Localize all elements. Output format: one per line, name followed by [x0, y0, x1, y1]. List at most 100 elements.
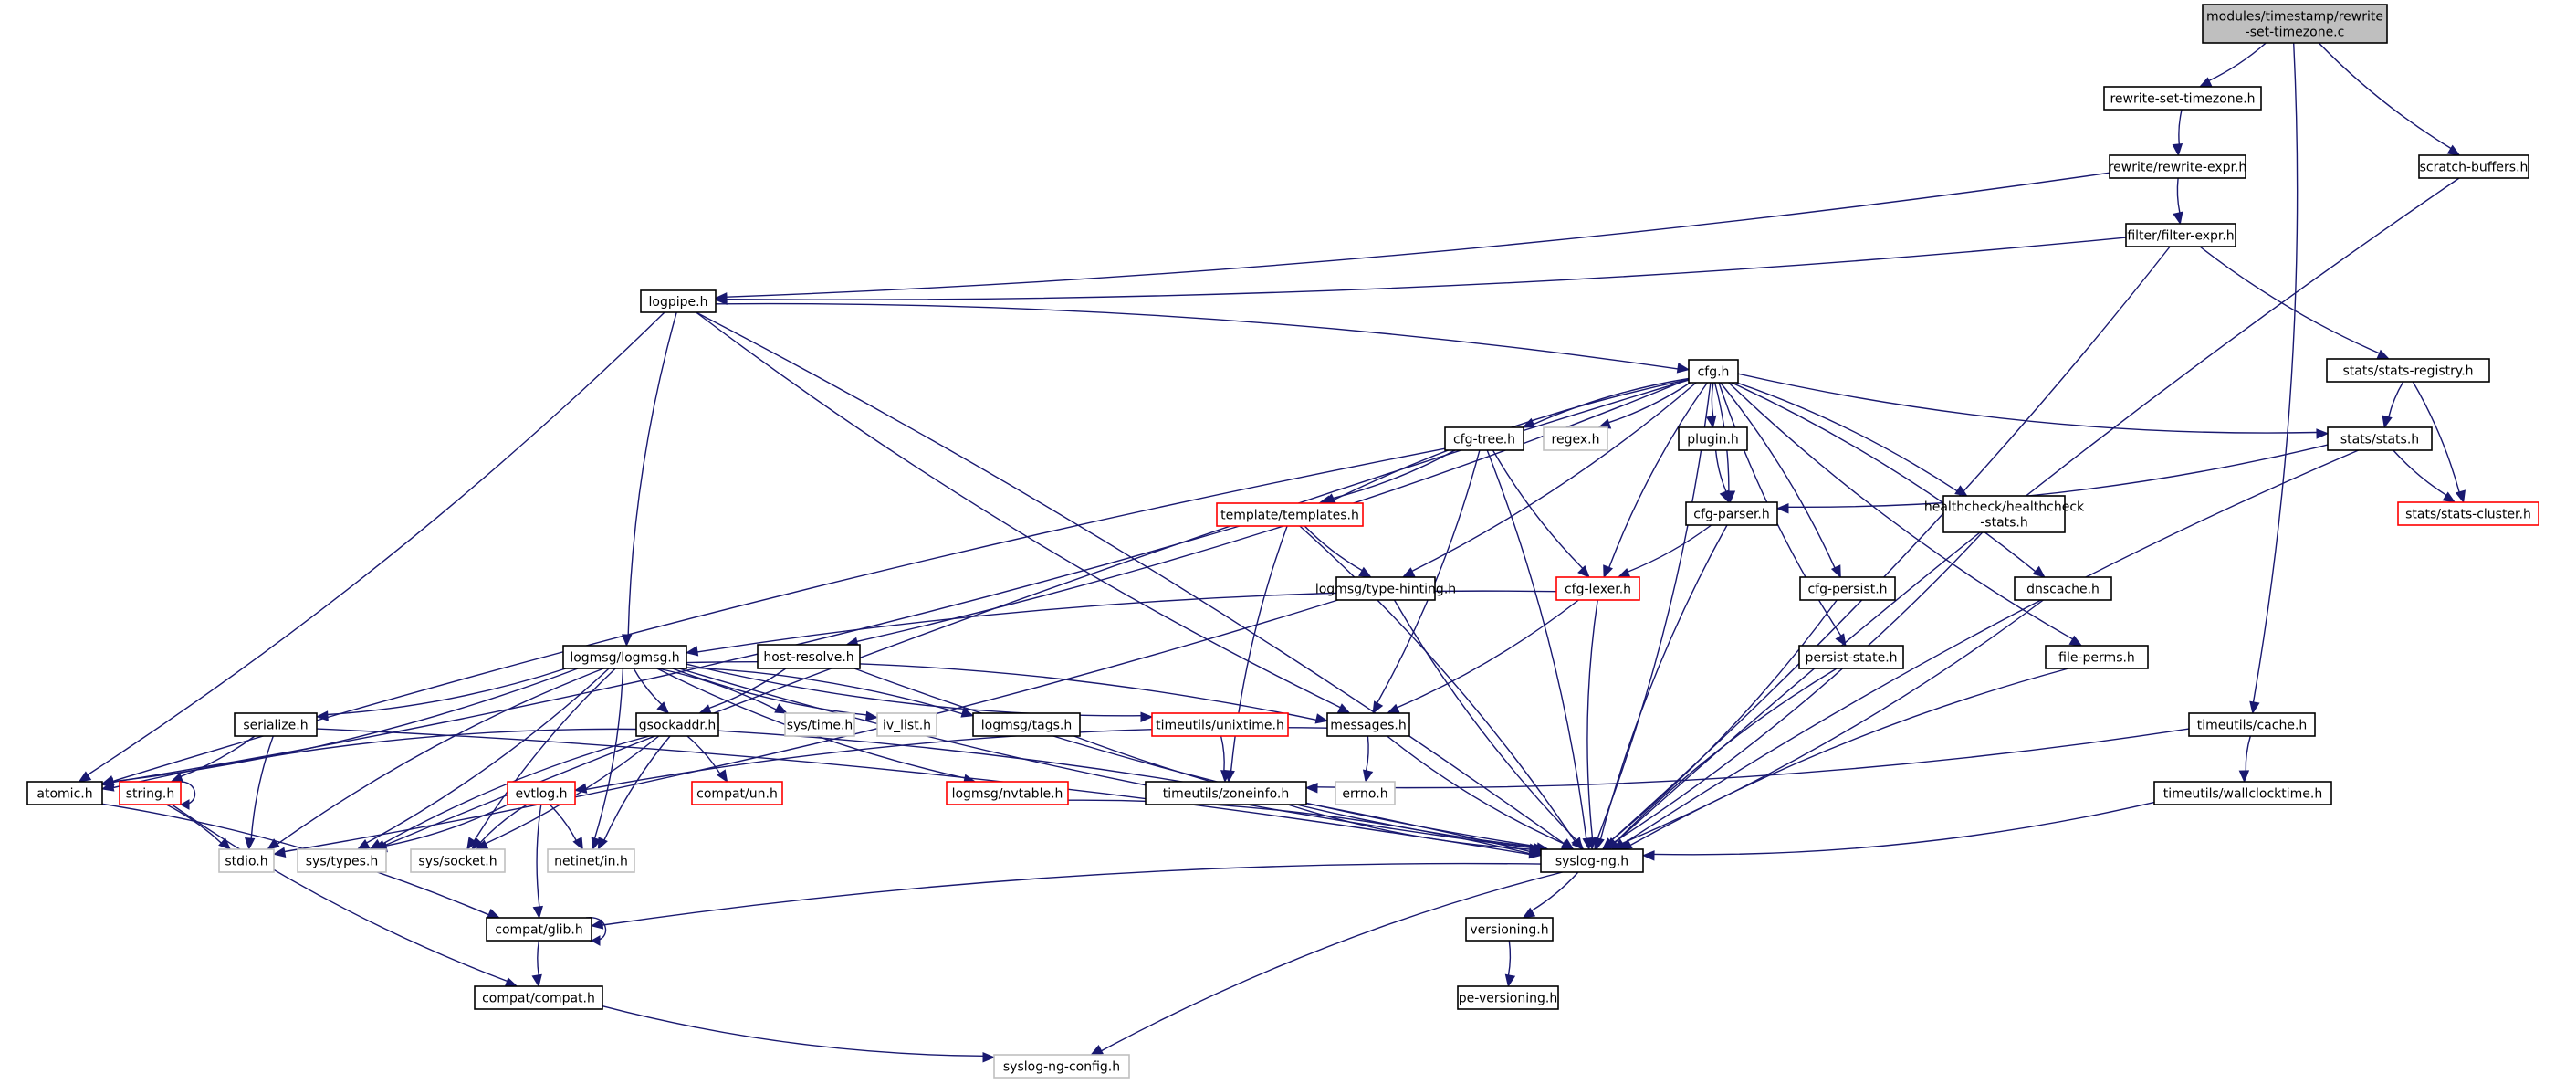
node-box[interactable] — [2109, 154, 2246, 179]
node-box[interactable] — [1543, 426, 1608, 451]
node-box[interactable] — [1457, 985, 1559, 1010]
node-box[interactable] — [234, 712, 318, 737]
node-box[interactable] — [1335, 781, 1396, 805]
node-atomic[interactable]: atomic.h — [26, 781, 103, 805]
node-tucache[interactable]: timeutils/cache.h — [2188, 712, 2316, 737]
node-box[interactable] — [784, 712, 855, 737]
node-cfglexer[interactable]: cfg-lexer.h — [1555, 576, 1640, 601]
node-box[interactable] — [486, 917, 592, 942]
node-box[interactable] — [474, 985, 603, 1010]
node-box[interactable] — [507, 781, 576, 805]
node-box[interactable] — [1335, 576, 1436, 601]
node-box[interactable] — [757, 644, 861, 669]
node-hostres[interactable]: host-resolve.h — [757, 644, 861, 669]
node-systime[interactable]: sys/time.h — [784, 712, 855, 737]
node-compat[interactable]: compat/compat.h — [474, 985, 603, 1010]
node-box[interactable] — [1799, 576, 1896, 601]
node-box[interactable] — [1465, 917, 1554, 942]
node-rexpr[interactable]: rewrite/rewrite-expr.h — [2109, 154, 2247, 179]
node-templates[interactable]: template/templates.h — [1216, 502, 1364, 527]
node-box[interactable] — [218, 848, 275, 873]
node-box[interactable] — [1145, 781, 1307, 805]
node-serialize[interactable]: serialize.h — [234, 712, 318, 737]
node-box[interactable] — [946, 781, 1069, 805]
node-string[interactable]: string.h — [119, 781, 182, 805]
node-box[interactable] — [1685, 501, 1778, 526]
node-plugin[interactable]: plugin.h — [1678, 426, 1748, 451]
node-compatun[interactable]: compat/un.h — [691, 781, 783, 805]
node-box[interactable] — [993, 1054, 1130, 1079]
node-box[interactable] — [876, 712, 937, 737]
node-typehint[interactable]: logmsg/type-hinting.h — [1315, 576, 1456, 601]
node-root[interactable]: modules/timestamp/rewrite-set-timezone.c — [2202, 4, 2388, 44]
node-glib[interactable]: compat/glib.h — [486, 917, 592, 942]
node-box[interactable] — [297, 848, 387, 873]
node-messages[interactable]: messages.h — [1326, 712, 1410, 737]
node-box[interactable] — [2045, 645, 2149, 669]
node-box[interactable] — [2326, 358, 2490, 383]
node-errno[interactable]: errno.h — [1335, 781, 1396, 805]
node-box[interactable] — [2103, 86, 2262, 111]
node-gsock[interactable]: gsockaddr.h — [635, 712, 719, 737]
node-box[interactable] — [547, 848, 635, 873]
node-cfgpersist[interactable]: cfg-persist.h — [1799, 576, 1896, 601]
node-box[interactable] — [2327, 426, 2433, 451]
node-box[interactable] — [2153, 781, 2332, 805]
node-statscluster[interactable]: stats/stats-cluster.h — [2397, 501, 2539, 526]
node-logmsg[interactable]: logmsg/logmsg.h — [562, 645, 687, 669]
node-logpipe[interactable]: logpipe.h — [640, 289, 717, 313]
node-systypes[interactable]: sys/types.h — [297, 848, 387, 873]
node-dnscache[interactable]: dnscache.h — [2014, 576, 2112, 601]
node-nvtable[interactable]: logmsg/nvtable.h — [946, 781, 1069, 805]
node-box[interactable] — [119, 781, 182, 805]
node-box[interactable] — [2418, 154, 2529, 179]
node-box[interactable] — [640, 289, 717, 313]
node-box[interactable] — [2397, 501, 2539, 526]
node-cfgparser[interactable]: cfg-parser.h — [1685, 501, 1778, 526]
node-box[interactable] — [1444, 426, 1524, 451]
node-syslogng[interactable]: syslog-ng.h — [1540, 848, 1644, 873]
node-box[interactable] — [972, 712, 1081, 737]
node-unixtime[interactable]: timeutils/unixtime.h — [1151, 712, 1289, 737]
node-box[interactable] — [1326, 712, 1410, 737]
node-syssocket[interactable]: sys/socket.h — [410, 848, 506, 873]
node-box[interactable] — [635, 712, 719, 737]
node-ivlist[interactable]: iv_list.h — [876, 712, 937, 737]
node-box[interactable] — [1216, 502, 1364, 527]
node-stdio[interactable]: stdio.h — [218, 848, 275, 873]
node-stats[interactable]: stats/stats.h — [2327, 426, 2433, 451]
node-versioning[interactable]: versioning.h — [1465, 917, 1554, 942]
node-box[interactable] — [691, 781, 783, 805]
node-box[interactable] — [26, 781, 103, 805]
node-box[interactable] — [2125, 223, 2236, 247]
node-tags[interactable]: logmsg/tags.h — [972, 712, 1081, 737]
node-rst[interactable]: rewrite-set-timezone.h — [2103, 86, 2262, 111]
node-cfgtree[interactable]: cfg-tree.h — [1444, 426, 1524, 451]
node-box[interactable] — [1540, 848, 1644, 873]
node-zoneinfo[interactable]: timeutils/zoneinfo.h — [1145, 781, 1307, 805]
node-netinet[interactable]: netinet/in.h — [547, 848, 635, 873]
node-box[interactable] — [2202, 4, 2388, 44]
node-cfg[interactable]: cfg.h — [1688, 359, 1739, 384]
node-regex[interactable]: regex.h — [1543, 426, 1608, 451]
node-wallclock[interactable]: timeutils/wallclocktime.h — [2153, 781, 2332, 805]
node-box[interactable] — [1688, 359, 1739, 384]
node-fexpr[interactable]: filter/filter-expr.h — [2125, 223, 2236, 247]
node-peversioning[interactable]: pe-versioning.h — [1457, 985, 1559, 1010]
node-box[interactable] — [410, 848, 506, 873]
node-box[interactable] — [1942, 495, 2066, 533]
node-config[interactable]: syslog-ng-config.h — [993, 1054, 1130, 1079]
node-box[interactable] — [1151, 712, 1289, 737]
node-statsreg[interactable]: stats/stats-registry.h — [2326, 358, 2490, 383]
node-evtlog[interactable]: evtlog.h — [507, 781, 576, 805]
node-box[interactable] — [2014, 576, 2112, 601]
node-fileperms[interactable]: file-perms.h — [2045, 645, 2149, 669]
node-scratch[interactable]: scratch-buffers.h — [2418, 154, 2529, 179]
node-persist[interactable]: persist-state.h — [1798, 645, 1904, 669]
node-box[interactable] — [1798, 645, 1904, 669]
node-box[interactable] — [1555, 576, 1640, 601]
node-box[interactable] — [2188, 712, 2316, 737]
node-box[interactable] — [1678, 426, 1748, 451]
node-health[interactable]: healthcheck/healthcheck-stats.h — [1924, 495, 2085, 533]
node-box[interactable] — [562, 645, 687, 669]
